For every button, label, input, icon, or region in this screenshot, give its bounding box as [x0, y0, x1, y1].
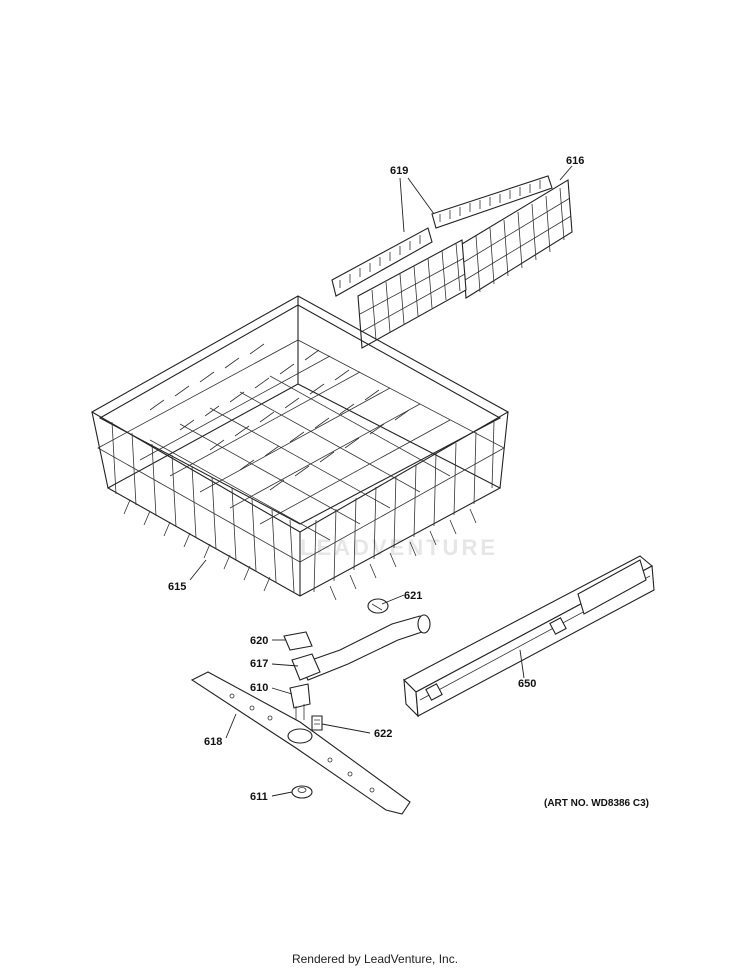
label-617[interactable]: 617 [250, 658, 268, 670]
watermark: LEADVENTURE [300, 535, 498, 560]
label-618[interactable]: 618 [204, 736, 222, 748]
part-618-spray-arm[interactable] [190, 671, 411, 815]
part-622-screw[interactable] [311, 715, 323, 731]
part-621-clip[interactable] [367, 598, 389, 614]
part-611-nut[interactable] [291, 785, 313, 799]
label-616[interactable]: 616 [566, 155, 584, 167]
leader-lines [189, 165, 573, 797]
label-611[interactable]: 611 [250, 791, 268, 803]
label-621[interactable]: 621 [404, 590, 422, 602]
part-617-supply-tube[interactable] [291, 614, 431, 681]
label-620[interactable]: 620 [250, 635, 268, 647]
art-number: (ART NO. WD8386 C3) [544, 798, 649, 809]
footer-credit: Rendered by LeadVenture, Inc. [292, 952, 458, 966]
part-616-cup-shelf[interactable] [357, 179, 573, 349]
part-610-bearing[interactable] [289, 683, 311, 722]
part-650-rack-rail[interactable] [403, 555, 655, 718]
label-650[interactable]: 650 [518, 678, 536, 690]
part-615-upper-rack[interactable] [90, 295, 510, 601]
part-619-tine-rows[interactable] [331, 175, 553, 297]
part-620-cap[interactable] [283, 631, 313, 651]
label-622[interactable]: 622 [374, 728, 392, 740]
label-610[interactable]: 610 [250, 682, 268, 694]
label-619[interactable]: 619 [390, 165, 408, 177]
label-615[interactable]: 615 [168, 581, 186, 593]
